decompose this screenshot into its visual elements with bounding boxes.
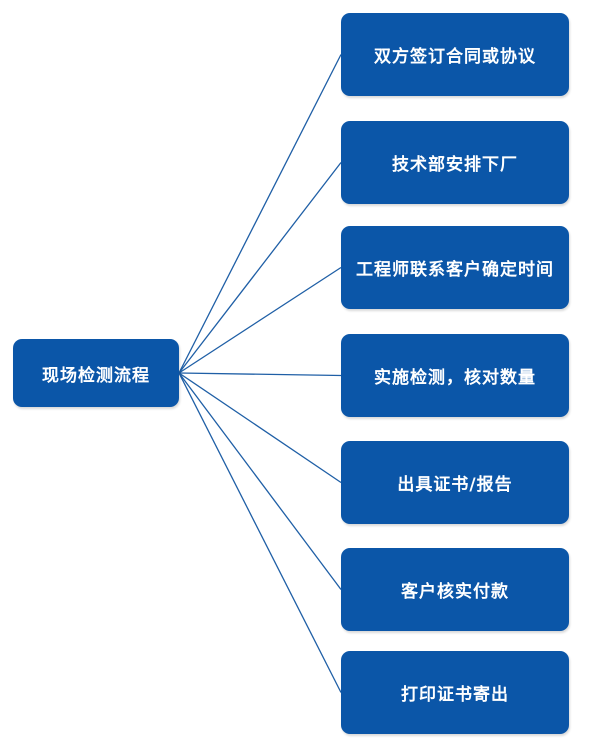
step-node-print-mail: 打印证书寄出 — [341, 651, 569, 734]
root-node: 现场检测流程 — [13, 339, 179, 407]
step-node-label: 实施检测，核对数量 — [374, 368, 536, 388]
step-node-perform-inspection: 实施检测，核对数量 — [341, 334, 569, 417]
connector-line-3 — [178, 372, 342, 377]
step-node-label: 技术部安排下厂 — [392, 155, 518, 175]
step-node-label: 打印证书寄出 — [401, 685, 509, 705]
connector-line-5 — [178, 372, 342, 590]
step-node-arrange-visit: 技术部安排下厂 — [341, 121, 569, 204]
connector-line-2 — [178, 266, 342, 374]
step-node-customer-payment: 客户核实付款 — [341, 548, 569, 631]
step-node-sign-contract: 双方签订合同或协议 — [341, 13, 569, 96]
step-node-label: 出具证书/报告 — [397, 475, 513, 495]
step-node-confirm-time: 工程师联系客户确定时间 — [341, 226, 569, 309]
step-node-label: 双方签订合同或协议 — [374, 47, 536, 67]
connector-line-4 — [178, 372, 342, 484]
step-node-issue-certificate: 出具证书/报告 — [341, 441, 569, 524]
root-node-label: 现场检测流程 — [42, 365, 150, 386]
step-node-label: 工程师联系客户确定时间 — [356, 260, 554, 280]
connector-line-6 — [178, 372, 342, 693]
connector-line-1 — [178, 162, 342, 374]
step-node-label: 客户核实付款 — [401, 582, 509, 602]
connector-line-0 — [178, 54, 342, 374]
